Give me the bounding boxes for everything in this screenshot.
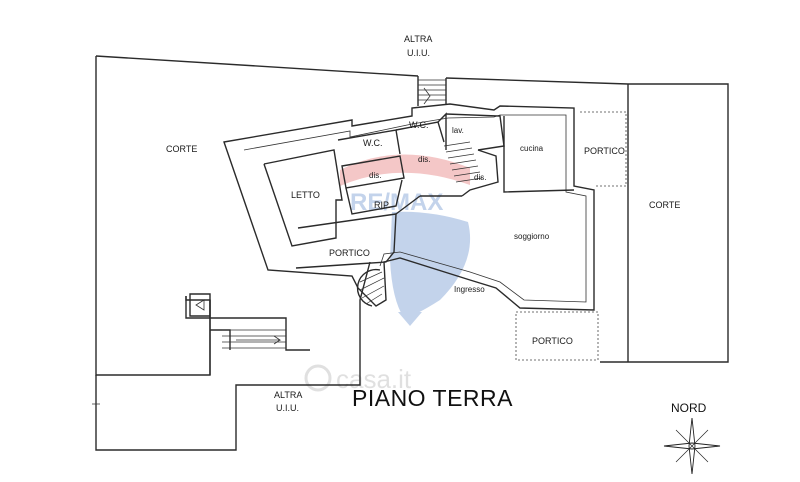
- north-label: NORD: [671, 401, 707, 415]
- label-rip: RIP.: [374, 200, 390, 210]
- north-compass-icon: NORD: [663, 401, 721, 475]
- label-letto: LETTO: [291, 190, 320, 200]
- interior-walls: [263, 112, 575, 269]
- label-uiu-bottom: U.I.U.: [276, 403, 299, 413]
- casa-watermark-text: casa.it: [336, 364, 412, 394]
- label-ingresso: Ingresso: [454, 285, 485, 294]
- label-soggiorno: soggiorno: [514, 232, 550, 241]
- casa-watermark: casa.it: [304, 364, 412, 394]
- label-dis-2: dis.: [369, 171, 381, 180]
- left-marker: [92, 400, 100, 410]
- top-passage: [417, 76, 447, 106]
- left-stairs: [185, 293, 310, 375]
- spiral-stair: [356, 268, 385, 307]
- label-corte-right: CORTE: [649, 200, 680, 210]
- label-portico-mid: PORTICO: [329, 248, 370, 258]
- label-altra-bottom: ALTRA: [274, 390, 302, 400]
- label-uiu-top: U.I.U.: [407, 48, 430, 58]
- building-outline: [223, 103, 595, 311]
- label-dis-1: dis.: [418, 155, 430, 164]
- page-title: PIANO TERRA: [352, 385, 513, 411]
- label-wc-1: W.C.: [363, 138, 383, 148]
- label-dis-3: dis.: [474, 173, 486, 182]
- label-lav: lav.: [452, 126, 464, 135]
- label-portico-bottom: PORTICO: [532, 336, 573, 346]
- label-portico-top: PORTICO: [584, 146, 625, 156]
- label-altra-top: ALTRA: [404, 34, 432, 44]
- label-corte-left: CORTE: [166, 144, 197, 154]
- right-porticos: [515, 111, 627, 361]
- label-wc-2: W.C.: [409, 120, 429, 130]
- label-cucina: cucina: [520, 144, 544, 153]
